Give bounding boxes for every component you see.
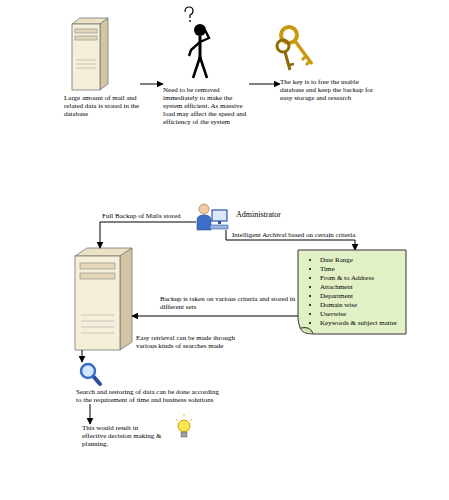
light-bulb-icon-part bbox=[190, 419, 192, 421]
node-text: Need to be removed immediately to make t… bbox=[163, 86, 249, 126]
criteria-list: Date RangeTimeFrom & to AddressAttachmen… bbox=[298, 250, 406, 334]
server-icon-top-part bbox=[76, 68, 96, 69]
server-icon-bottom-part bbox=[75, 256, 120, 350]
key-icon-part bbox=[302, 56, 306, 60]
edge-label: Intelligent Archival based on certain cr… bbox=[232, 231, 355, 239]
stick-figure-part bbox=[194, 24, 206, 36]
edge-label: Full Backup of Mails stored bbox=[102, 212, 181, 220]
server-icon-top-part bbox=[75, 29, 97, 33]
problem-note: Need to be removed immediately to make t… bbox=[163, 16, 249, 126]
light-bulb-icon-part bbox=[178, 420, 190, 432]
administrator-icon-part bbox=[218, 221, 221, 224]
administrator-node: Administrator bbox=[196, 202, 300, 230]
light-bulb-icon-part bbox=[184, 414, 185, 417]
key-icon-part bbox=[285, 52, 290, 70]
server-icon-top-part bbox=[72, 24, 100, 90]
server-icon-bottom-part bbox=[80, 273, 115, 279]
administrator-icon-part bbox=[199, 204, 209, 214]
connector-arrow bbox=[90, 404, 91, 424]
stick-figure-part bbox=[200, 30, 209, 42]
connector-arrow bbox=[82, 350, 83, 362]
server-icon-bottom-part bbox=[81, 333, 114, 334]
stick-figure bbox=[185, 7, 209, 78]
key-icon-part bbox=[306, 61, 310, 65]
connector-arrow bbox=[226, 230, 355, 250]
node-text: Large amount of mail and related data is… bbox=[64, 94, 140, 118]
connector-arrow bbox=[100, 222, 196, 248]
magnifier-icon bbox=[81, 364, 100, 384]
stick-figure-part bbox=[189, 42, 200, 56]
edge-label: Easy retrieval can be made through vario… bbox=[136, 334, 244, 350]
stick-figure-part bbox=[193, 57, 200, 78]
backup-server bbox=[74, 248, 132, 350]
server-icon-top-part bbox=[75, 36, 97, 40]
key-icon-part bbox=[289, 64, 294, 65]
criteria-item: From & to Address bbox=[320, 274, 400, 283]
criteria-item: Domain wise bbox=[320, 301, 400, 310]
key-icon-part bbox=[277, 40, 289, 52]
server-icon-bottom bbox=[75, 248, 132, 350]
key-icon bbox=[277, 27, 312, 70]
administrator-icon-part bbox=[212, 210, 227, 221]
light-bulb-icon-part bbox=[176, 419, 178, 421]
light-bulb-icon bbox=[176, 414, 192, 437]
result-note: This would result in effective decision … bbox=[82, 424, 194, 448]
connector-arrow bbox=[140, 84, 163, 85]
light-bulb-icon-part bbox=[181, 432, 187, 437]
criteria-item: Time bbox=[320, 265, 400, 274]
server-icon-bottom-part bbox=[81, 315, 114, 316]
server-icon-bottom-part bbox=[81, 327, 114, 328]
criteria-item: Userwise bbox=[320, 310, 400, 319]
administrator-icon bbox=[197, 204, 228, 230]
stick-figure-part bbox=[185, 7, 193, 18]
server-icon-bottom-part bbox=[80, 263, 115, 269]
key-note: The key is to free the usable database a… bbox=[280, 20, 374, 102]
key-icon-part bbox=[295, 41, 312, 64]
administrator-icon-part bbox=[210, 225, 228, 229]
stick-figure-part bbox=[200, 57, 207, 78]
search-note: Search and restoring of data can be done… bbox=[76, 362, 226, 404]
edge-label: Backup is taken on various criteria and … bbox=[160, 295, 296, 311]
node-text: The key is to free the usable database a… bbox=[280, 78, 374, 102]
stick-figure-part bbox=[199, 36, 202, 58]
server-icon-top-part bbox=[76, 64, 96, 65]
server-icon-bottom-part bbox=[120, 248, 132, 350]
criteria-document: Date RangeTimeFrom & to AddressAttachmen… bbox=[298, 250, 406, 334]
server-icon-bottom-part bbox=[81, 321, 114, 322]
magnifier-icon-part bbox=[81, 364, 95, 378]
server-icon-top bbox=[72, 18, 108, 90]
node-text: This would result in effective decision … bbox=[82, 424, 164, 448]
criteria-item: Department bbox=[320, 292, 400, 301]
administrator-icon-part bbox=[197, 215, 211, 230]
database-note: Large amount of mail and related data is… bbox=[64, 16, 140, 118]
server-icon-top-part bbox=[76, 60, 96, 61]
connector-arrow bbox=[249, 84, 280, 85]
criteria-item: Keywords & subject matter bbox=[320, 319, 400, 328]
connector-arrow bbox=[132, 316, 298, 317]
stick-figure-part bbox=[189, 20, 191, 22]
criteria-item: Attachment bbox=[320, 283, 400, 292]
server-icon-top-part bbox=[100, 18, 108, 90]
criteria-item: Date Range bbox=[320, 256, 400, 265]
node-text: Administrator bbox=[236, 210, 300, 219]
node-text: Search and restoring of data can be done… bbox=[76, 388, 226, 404]
magnifier-icon-part bbox=[93, 376, 100, 384]
